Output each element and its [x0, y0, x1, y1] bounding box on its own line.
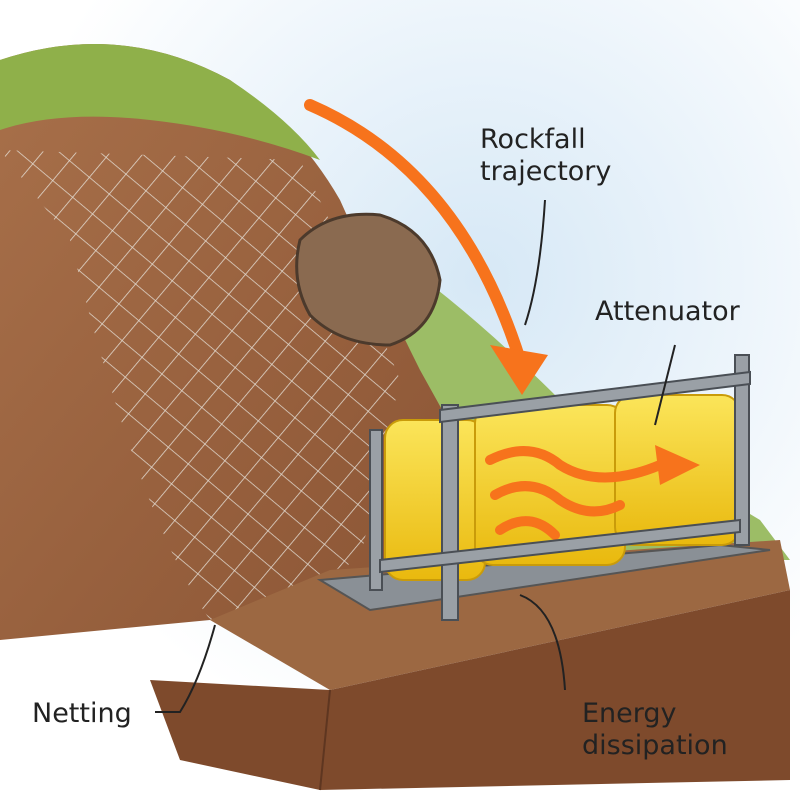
grass-top	[0, 44, 320, 160]
label-line: trajectory	[480, 156, 612, 187]
label-attenuator: Attenuator	[595, 296, 740, 327]
ground-front	[150, 590, 790, 790]
label-line: Rockfall	[480, 124, 586, 155]
steel-frame	[369, 354, 751, 621]
label-rockfall-trajectory: Rockfall trajectory	[480, 124, 611, 188]
label-line: Energy	[582, 698, 677, 729]
trajectory-arrow	[304, 99, 526, 366]
falling-rock	[295, 212, 442, 347]
label-line: dissipation	[582, 730, 728, 761]
label-netting: Netting	[32, 698, 132, 729]
energy-flow-arrows	[485, 446, 665, 540]
label-energy-dissipation: Energy dissipation	[582, 698, 728, 762]
leader-lines	[155, 199, 676, 713]
